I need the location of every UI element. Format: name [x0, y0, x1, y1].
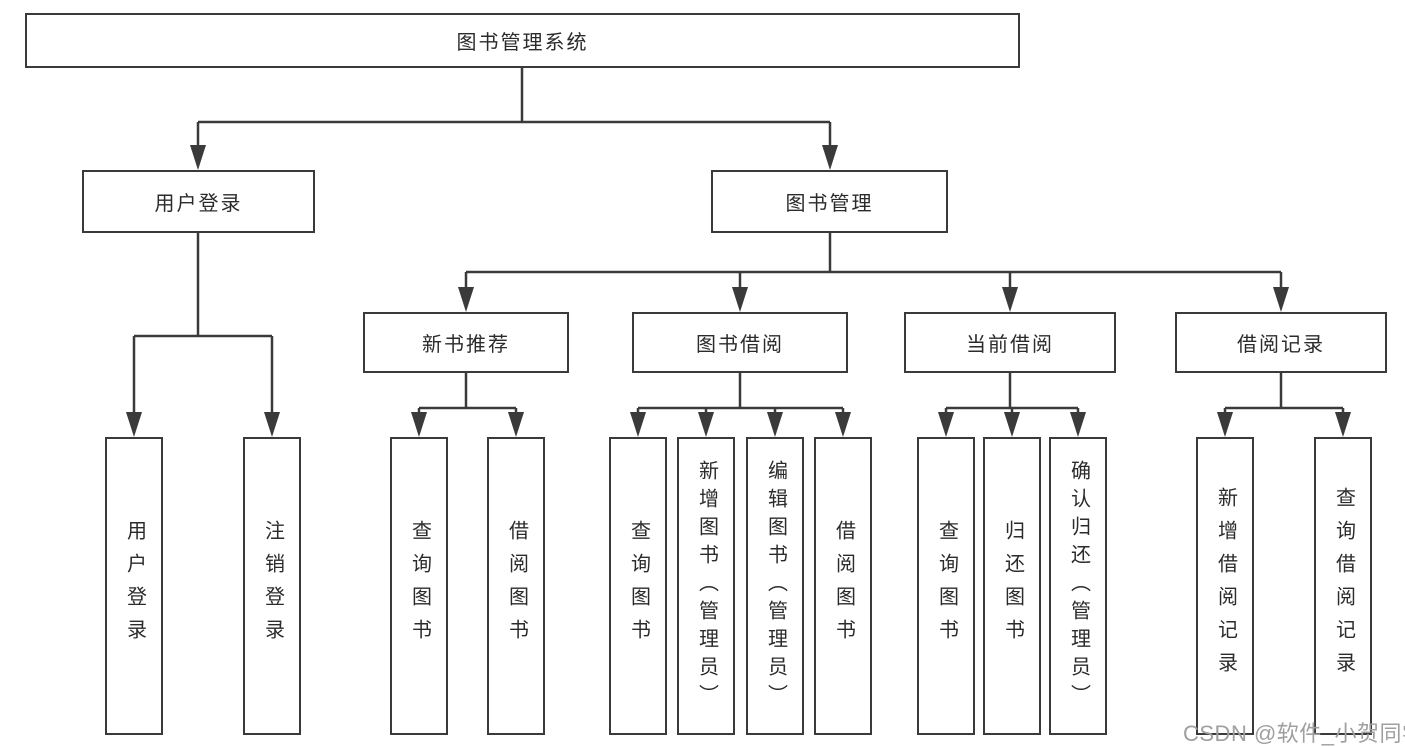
node-label: 借阅记录	[1237, 334, 1325, 356]
node-label: 归还图书	[1001, 520, 1024, 652]
node-label: 查询借阅记录	[1332, 487, 1355, 685]
node-label: 图书借阅	[696, 334, 784, 356]
node-label: 新增借阅记录	[1214, 487, 1237, 685]
node-label: 确认归还（管理员）	[1067, 460, 1090, 712]
leaf-borrow-books: 借阅图书	[814, 437, 872, 735]
leaf-add-borrow-record: 新增借阅记录	[1196, 437, 1254, 735]
leaf-query-borrow-record: 查询借阅记录	[1314, 437, 1372, 735]
node-book-borrow: 图书借阅	[632, 312, 848, 373]
node-label: 查询图书	[627, 520, 650, 652]
node-user-login-branch: 用户登录	[82, 170, 315, 233]
node-root-system: 图书管理系统	[25, 13, 1020, 68]
node-new-book-recommend: 新书推荐	[363, 312, 569, 373]
leaf-query-books-recommend: 查询图书	[390, 437, 448, 735]
node-label: 新书推荐	[422, 334, 510, 356]
leaf-borrow-books-recommend: 借阅图书	[487, 437, 545, 735]
csdn-watermark: CSDN @软件_小贺同学	[1183, 721, 1405, 746]
node-label: 借阅图书	[505, 520, 528, 652]
node-label: 新增图书（管理员）	[695, 460, 718, 712]
leaf-query-books-current: 查询图书	[917, 437, 975, 735]
node-current-borrow: 当前借阅	[904, 312, 1116, 373]
leaf-user-login: 用户登录	[105, 437, 163, 735]
node-label: 用户登录	[123, 520, 146, 652]
leaf-confirm-return-admin: 确认归还（管理员）	[1049, 437, 1107, 735]
node-label: 注销登录	[261, 520, 284, 652]
node-label: 用户登录	[154, 193, 243, 215]
leaf-query-books-borrow: 查询图书	[609, 437, 667, 735]
leaf-edit-book-admin: 编辑图书（管理员）	[746, 437, 804, 735]
leaf-logout: 注销登录	[243, 437, 301, 735]
node-book-management: 图书管理	[711, 170, 948, 233]
node-label: 查询图书	[408, 520, 431, 652]
node-borrow-records: 借阅记录	[1175, 312, 1387, 373]
node-label: 借阅图书	[832, 520, 855, 652]
leaf-add-book-admin: 新增图书（管理员）	[677, 437, 735, 735]
node-label: 当前借阅	[966, 334, 1054, 356]
node-label: 编辑图书（管理员）	[764, 460, 787, 712]
node-label: 图书管理系统	[456, 32, 589, 54]
node-label: 查询图书	[935, 520, 958, 652]
leaf-return-book: 归还图书	[983, 437, 1041, 735]
node-label: 图书管理	[785, 193, 874, 215]
